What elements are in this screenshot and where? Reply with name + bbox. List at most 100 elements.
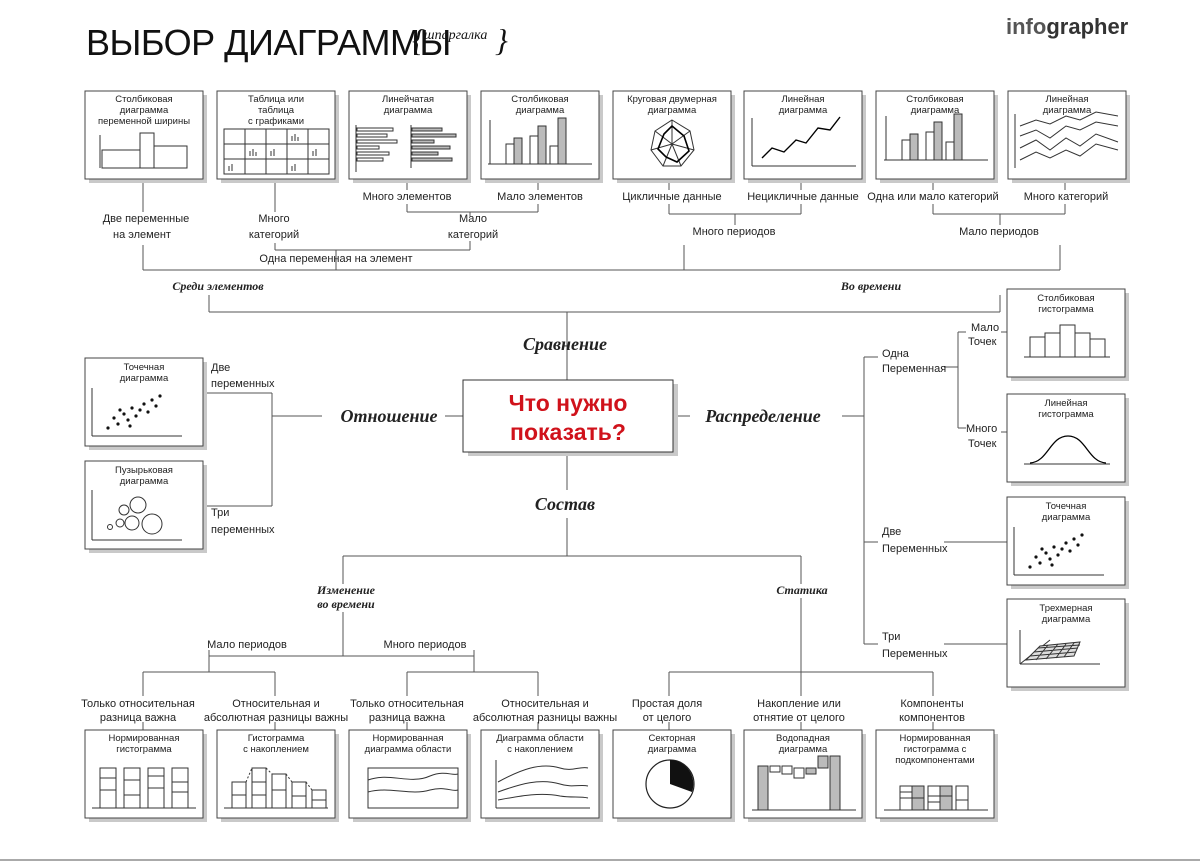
- scatter-plot-icon: [91, 388, 182, 437]
- svg-text:Круговая двумерная: Круговая двумерная: [627, 94, 717, 105]
- branch-static: Статика: [776, 583, 827, 597]
- svg-text:с накоплением: с накоплением: [243, 744, 309, 755]
- normalized-area-chart-icon: [367, 767, 459, 809]
- label-few-periods: Мало периодов: [959, 226, 1039, 238]
- svg-text:Пузырьковая: Пузырьковая: [115, 465, 173, 476]
- svg-text:Нормированная: Нормированная: [900, 733, 971, 744]
- card-stacked-column: Гистограмма с накоплением: [216, 729, 339, 822]
- label-only-relative-1a: Только относительная: [81, 698, 195, 710]
- line-chart-icon: [751, 116, 856, 167]
- card-column-chart-1: Столбиковая диаграмма: [480, 90, 603, 183]
- card-radar: Круговая двумерная диаграмма: [612, 90, 735, 183]
- label-accumulation-b: отнятие от целого: [753, 712, 845, 724]
- svg-text:диаграмма: диаграмма: [779, 105, 828, 116]
- label-two-vars-2: на элемент: [113, 229, 171, 241]
- svg-text:диаграмма: диаграмма: [1042, 512, 1091, 523]
- svg-text:Трехмерная: Трехмерная: [1039, 603, 1092, 614]
- svg-text:гистограмма: гистограмма: [1038, 304, 1094, 315]
- card-3d-area: Трехмерная диаграмма: [1006, 598, 1129, 691]
- label-right-one-var-1: Одна: [882, 348, 910, 360]
- svg-text:диаграмма: диаграмма: [648, 744, 697, 755]
- line-histogram-icon: [1024, 435, 1110, 465]
- svg-text:диаграмма: диаграмма: [1043, 105, 1092, 116]
- pie-chart-icon: [645, 759, 695, 809]
- label-components-b: компонентов: [899, 712, 965, 724]
- label-only-relative-2b: разница важна: [369, 712, 446, 724]
- column-chart-icon: [488, 117, 592, 165]
- label-rel-abs-1b: абсолютная разницы важны: [204, 712, 348, 724]
- label-right-three-vars-1: Три: [882, 631, 900, 643]
- branch-change-over-time-2: во времени: [317, 597, 375, 611]
- column-histogram-icon: [1024, 324, 1110, 358]
- label-right-three-vars-2: Переменных: [882, 648, 948, 660]
- label-right-two-vars-1: Две: [882, 526, 901, 538]
- svg-text:Таблица или: Таблица или: [248, 94, 304, 105]
- card-horizontal-bar: Линейчатая диаграмма: [348, 90, 471, 183]
- svg-text:Диаграмма области: Диаграмма области: [496, 733, 584, 744]
- column-chart-icon: [884, 113, 988, 161]
- bubble-chart-icon: [91, 490, 182, 541]
- svg-text:Водопадная: Водопадная: [776, 733, 830, 744]
- bottom-labels: Мало периодов Много периодов Только отно…: [81, 639, 965, 724]
- branch-change-over-time-1: Изменение: [316, 583, 376, 597]
- label-two-vars-1: Две переменные: [103, 213, 190, 225]
- card-column-chart-2: Столбиковая диаграмма: [875, 90, 998, 183]
- svg-text:гистограмма: гистограмма: [1038, 409, 1094, 420]
- label-one-or-few-categories: Одна или мало категорий: [867, 191, 998, 203]
- svg-text:диаграмма: диаграмма: [516, 105, 565, 116]
- label-right-two-vars-2: Переменных: [882, 543, 948, 555]
- svg-text:диаграмма: диаграмма: [120, 373, 169, 384]
- 3d-area-chart-icon: [1019, 630, 1100, 665]
- brace-right: }: [495, 22, 508, 58]
- stacked-column-icon: [224, 767, 328, 809]
- label-rel-abs-2a: Относительная и: [501, 698, 589, 710]
- label-only-relative-1b: разница важна: [100, 712, 177, 724]
- card-normalized-column: Нормированная гистограмма: [84, 729, 207, 822]
- label-few-items: Мало элементов: [497, 191, 583, 203]
- card-waterfall: Водопадная диаграмма: [743, 729, 866, 822]
- svg-text:диаграмма: диаграмма: [1042, 614, 1091, 625]
- page-title: ВЫБОР ДИАГРАММЫ: [86, 22, 451, 63]
- svg-text:диаграмма: диаграмма: [384, 105, 433, 116]
- label-bottom-many-periods: Много периодов: [384, 639, 467, 651]
- card-line-histogram: Линейная гистограмма: [1006, 393, 1129, 486]
- svg-text:Точечная: Точечная: [124, 362, 165, 373]
- card-variable-width-bar: Столбиковая диаграмма переменной ширины: [84, 90, 207, 183]
- scatter-plot-icon: [1013, 527, 1104, 576]
- horizontal-bar-chart-icon: [355, 125, 457, 172]
- svg-text:с накоплением: с накоплением: [507, 744, 573, 755]
- label-bottom-few-periods: Мало периодов: [207, 639, 287, 651]
- table-with-charts-icon: [223, 128, 330, 175]
- label-accumulation-a: Накопление или: [757, 698, 841, 710]
- card-stacked-subcomponents: Нормированная гистограмма с подкомпонент…: [875, 729, 998, 822]
- card-pie: Секторная диаграмма: [612, 729, 735, 822]
- top-labels: Две переменные на элемент Много категори…: [103, 191, 1109, 265]
- stacked-area-chart-icon: [495, 760, 590, 809]
- label-few-categories-2: категорий: [448, 229, 498, 241]
- card-stacked-area: Диаграмма области с накоплением: [480, 729, 603, 822]
- branch-over-time: Во времени: [840, 279, 902, 293]
- svg-text:Секторная: Секторная: [649, 733, 696, 744]
- center-line1: Что нужно: [509, 390, 628, 416]
- svg-text:Линейчатая: Линейчатая: [382, 94, 434, 105]
- label-cyclic: Цикличные данные: [622, 191, 721, 203]
- branch-comparison: Сравнение: [523, 334, 607, 354]
- normalized-stacked-column-icon: [92, 767, 196, 809]
- label-noncyclic: Нецикличные данные: [747, 191, 859, 203]
- branch-among-items: Среди элементов: [172, 279, 264, 293]
- svg-text:Столбиковая: Столбиковая: [115, 94, 172, 105]
- label-many-categories-2: категорий: [249, 229, 299, 241]
- label-left-two-vars-1: Две: [211, 362, 230, 374]
- connector-lines: [142, 182, 1066, 730]
- svg-text:Линейная: Линейная: [1044, 398, 1087, 409]
- label-few-points-1: Мало: [971, 322, 999, 334]
- side-labels: Две переменных Три переменных Одна Перем…: [211, 322, 999, 660]
- svg-text:диаграмма: диаграмма: [779, 744, 828, 755]
- card-multi-line-chart: Линейная диаграмма: [1007, 90, 1130, 183]
- label-many-categories-1: Много: [258, 213, 289, 225]
- label-left-two-vars-2: переменных: [211, 378, 275, 390]
- svg-text:Точечная: Точечная: [1046, 501, 1087, 512]
- label-right-one-var-2: Переменная: [882, 363, 946, 375]
- card-table-with-charts: Таблица или таблица с графиками: [216, 90, 339, 183]
